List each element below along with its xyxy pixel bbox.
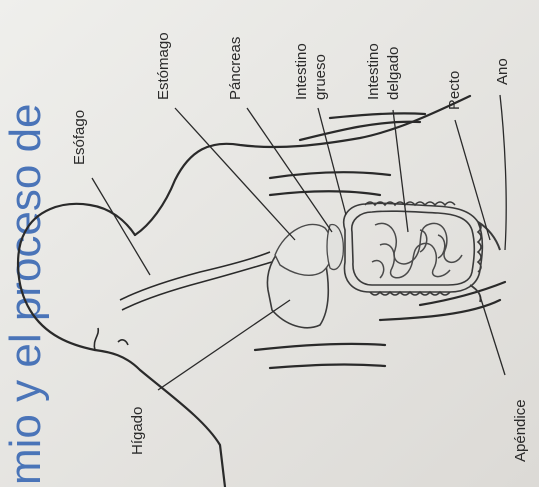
label-higado: Hígado — [129, 407, 146, 455]
label-intestino-grueso-line1: Intestino — [293, 43, 310, 100]
label-ano: Ano — [494, 58, 511, 85]
label-recto: Recto — [446, 71, 463, 110]
label-esofago: Esófago — [71, 110, 88, 165]
label-estomago: Estómago — [155, 32, 172, 100]
label-intestino-delgado-line2: delgado — [385, 47, 402, 100]
label-apendice: Apéndice — [512, 399, 529, 462]
pancreas — [327, 225, 343, 270]
label-intestino-delgado-line1: Intestino — [365, 43, 382, 100]
label-intestino-grueso-line2: grueso — [312, 54, 329, 100]
label-pancreas: Páncreas — [227, 37, 244, 100]
header-text: mio y el proceso de — [1, 103, 50, 485]
